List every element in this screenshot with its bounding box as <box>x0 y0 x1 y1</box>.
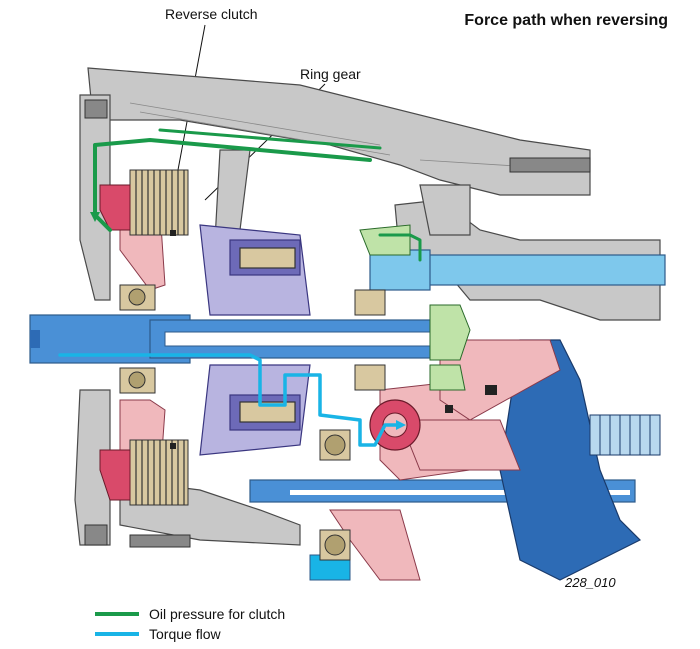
seal-details <box>170 230 497 449</box>
callout-ring-gear: Ring gear <box>300 66 361 82</box>
legend-swatch-green <box>95 612 139 616</box>
bearings <box>119 284 386 561</box>
callout-reverse-clutch: Reverse clutch <box>165 6 258 22</box>
oil-pressure-path <box>93 128 422 262</box>
green-components <box>359 224 471 391</box>
reverse-clutch-upper <box>99 169 189 236</box>
legend-swatch-cyan <box>95 632 139 636</box>
diagram-title: Force path when reversing <box>464 12 668 29</box>
legend-label: Torque flow <box>149 626 221 642</box>
legend-item-oil-pressure: Oil pressure for clutch <box>95 604 285 624</box>
torque-flow-path <box>58 353 402 447</box>
output-shaft-upper <box>369 249 666 291</box>
final-drive <box>499 339 661 581</box>
legend: Oil pressure for clutch Torque flow <box>95 604 285 644</box>
housing-bolts <box>84 99 591 548</box>
legend-item-torque-flow: Torque flow <box>95 624 285 644</box>
torque-arrow <box>396 420 406 430</box>
transmission-cross-section <box>29 24 666 581</box>
legend-label: Oil pressure for clutch <box>149 606 286 622</box>
figure-id: 228_010 <box>565 575 616 590</box>
ring-gear-lower <box>199 364 311 456</box>
oil-arrow <box>90 212 100 222</box>
reverse-clutch-lower <box>99 439 189 506</box>
ring-gear-upper <box>199 224 311 316</box>
